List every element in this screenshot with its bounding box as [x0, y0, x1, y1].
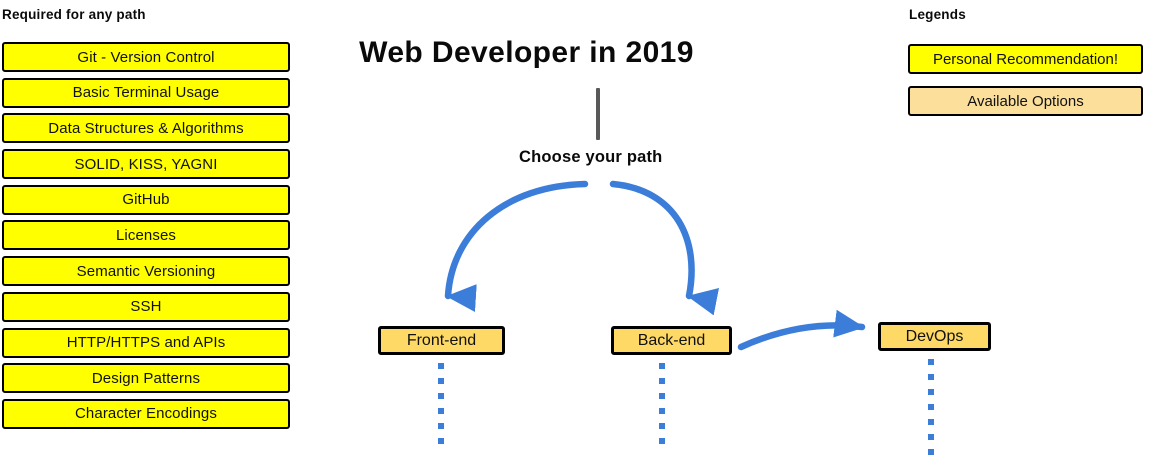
required-item-licenses[interactable]: Licenses: [2, 220, 290, 251]
path-box-backend[interactable]: Back-end: [611, 326, 732, 355]
required-item-semver[interactable]: Semantic Versioning: [2, 256, 290, 287]
required-item-ssh[interactable]: SSH: [2, 291, 290, 322]
required-item-label: Design Patterns: [91, 369, 201, 387]
required-item-label: GitHub: [122, 191, 170, 209]
required-heading: Required for any path: [2, 7, 146, 22]
path-dot: [928, 374, 934, 380]
path-dot: [659, 408, 665, 414]
required-item-label: Character Encodings: [75, 405, 217, 423]
required-item-label: SSH: [130, 298, 162, 316]
required-item-http-apis[interactable]: HTTP/HTTPS and APIs: [2, 327, 290, 358]
required-item-principles[interactable]: SOLID, KISS, YAGNI: [2, 149, 290, 180]
title-stem-line: [596, 88, 600, 140]
required-item-dsa[interactable]: Data Structures & Algorithms: [2, 113, 290, 144]
path-dot: [659, 393, 665, 399]
required-item-label: Semantic Versioning: [76, 262, 216, 280]
required-item-label: HTTP/HTTPS and APIs: [66, 334, 226, 351]
path-dot: [438, 363, 444, 369]
path-box-devops[interactable]: DevOps: [878, 322, 991, 351]
legend-item-label: Personal Recommendation!: [932, 50, 1119, 68]
path-box-label: Back-end: [637, 331, 706, 349]
legend-list: Personal Recommendation! Available Optio…: [908, 44, 1143, 128]
path-dot: [438, 423, 444, 429]
dotted-continuation-backend: [659, 363, 665, 453]
page-title: Web Developer in 2019: [0, 36, 1149, 70]
path-dot: [438, 393, 444, 399]
path-dot: [928, 404, 934, 410]
arrow-to-frontend: [444, 180, 589, 313]
required-item-git[interactable]: Git - Version Control: [2, 42, 290, 72]
required-item-terminal[interactable]: Basic Terminal Usage: [2, 77, 290, 108]
dotted-continuation-devops: [928, 359, 934, 460]
required-item-char-encodings[interactable]: Character Encodings: [2, 398, 290, 429]
required-item-label: Data Structures & Algorithms: [48, 119, 244, 137]
path-dot: [928, 419, 934, 425]
path-dot: [928, 449, 934, 455]
legends-heading: Legends: [909, 7, 966, 22]
path-dot: [659, 423, 665, 429]
path-dot: [928, 389, 934, 395]
required-item-label: Git - Version Control: [77, 48, 215, 66]
path-box-label: Front-end: [406, 331, 477, 349]
required-item-github[interactable]: GitHub: [2, 184, 290, 215]
required-list: Git - Version Control Basic Terminal Usa…: [2, 42, 290, 435]
page-title-text: Web Developer in 2019: [359, 36, 694, 69]
arrow-backend-to-devops: [737, 309, 866, 351]
legend-item-label: Available Options: [967, 92, 1084, 110]
required-item-design-patterns[interactable]: Design Patterns: [2, 363, 290, 394]
required-item-label: Licenses: [115, 226, 176, 244]
path-dot: [928, 434, 934, 440]
choose-path-label: Choose your path: [519, 148, 663, 166]
path-dot: [438, 408, 444, 414]
path-dot: [659, 438, 665, 444]
path-dot: [659, 363, 665, 369]
path-box-label: DevOps: [905, 327, 964, 345]
path-dot: [438, 378, 444, 384]
legend-item-available-options: Available Options: [908, 86, 1143, 116]
dotted-continuation-frontend: [438, 363, 444, 453]
arrow-to-backend: [609, 180, 720, 316]
legend-item-personal-recommendation: Personal Recommendation!: [908, 44, 1143, 74]
path-dot: [928, 359, 934, 365]
path-box-frontend[interactable]: Front-end: [378, 326, 505, 355]
required-item-label: SOLID, KISS, YAGNI: [74, 155, 218, 173]
path-dot: [659, 378, 665, 384]
required-item-label: Basic Terminal Usage: [72, 84, 220, 102]
path-dot: [438, 438, 444, 444]
